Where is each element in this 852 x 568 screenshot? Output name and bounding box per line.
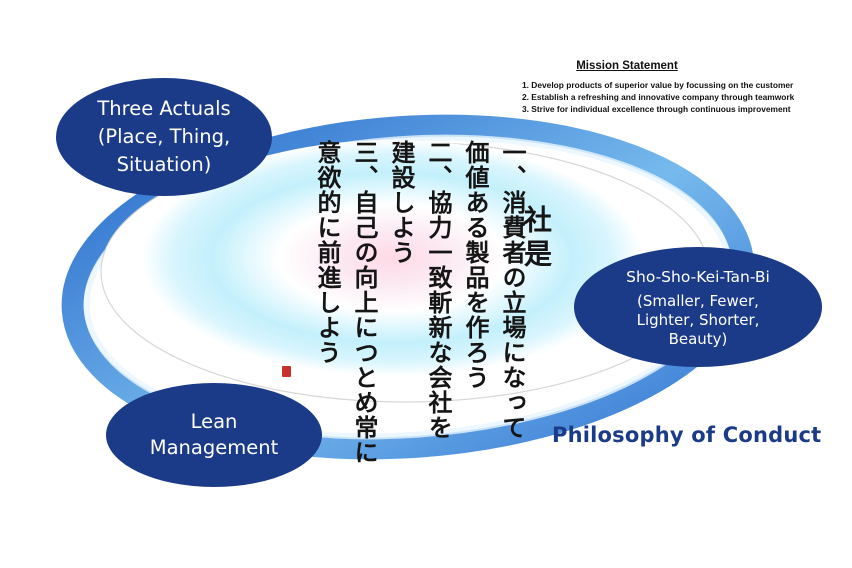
calligraphy-column-5: 三、自己の向上につとめ常に	[350, 140, 379, 465]
philosophy-of-conduct-label: Philosophy of Conduct	[552, 423, 822, 447]
lean-line-1: Lean	[190, 410, 238, 433]
mission-statement-title: Mission Statement	[576, 60, 678, 72]
lean-management-bubble: Lean Management	[106, 383, 322, 487]
sho-sho-line-3: Beauty)	[668, 329, 728, 348]
three-actuals-line-2: (Place, Thing,	[97, 125, 231, 148]
sho-sho-line-1: (Smaller, Fewer,	[637, 291, 759, 310]
sho-sho-title: Sho-Sho-Kei-Tan-Bi	[626, 267, 770, 286]
three-actuals-bubble: Three Actuals (Place, Thing, Situation)	[56, 78, 272, 196]
three-actuals-line-3: Situation)	[116, 153, 212, 176]
three-actuals-line-1: Three Actuals	[97, 97, 231, 120]
calligraphy-column-6: 意欲的に前進しよう	[313, 140, 342, 365]
calligraphy-column-2: 価値ある製品を作ろう	[461, 140, 490, 390]
mission-item-2: 2. Establish a refreshing and innovative…	[522, 92, 795, 102]
calligraphy-column-1: 一、消費者の立場になって	[498, 140, 527, 440]
center-glow	[142, 140, 642, 376]
mission-statement: Mission Statement 1. Develop products of…	[522, 60, 842, 115]
sho-sho-line-2: Lighter, Shorter,	[636, 310, 760, 329]
red-seal-stamp	[282, 366, 291, 377]
calligraphy-scroll: 一、消費者の立場になって 価値ある製品を作ろう 二、協力一致斬新な会社を 建設し…	[300, 140, 530, 465]
mission-item-1: 1. Develop products of superior value by…	[522, 80, 794, 90]
sho-sho-kei-tan-bi-bubble: Sho-Sho-Kei-Tan-Bi (Smaller, Fewer, Ligh…	[574, 247, 822, 367]
calligraphy-column-4: 建設しよう	[387, 140, 416, 265]
lean-line-2: Management	[149, 436, 279, 459]
mission-item-3: 3. Strive for individual excellence thro…	[522, 104, 791, 114]
calligraphy-heading: 社是	[520, 205, 553, 273]
calligraphy-column-3: 二、協力一致斬新な会社を	[424, 140, 453, 440]
